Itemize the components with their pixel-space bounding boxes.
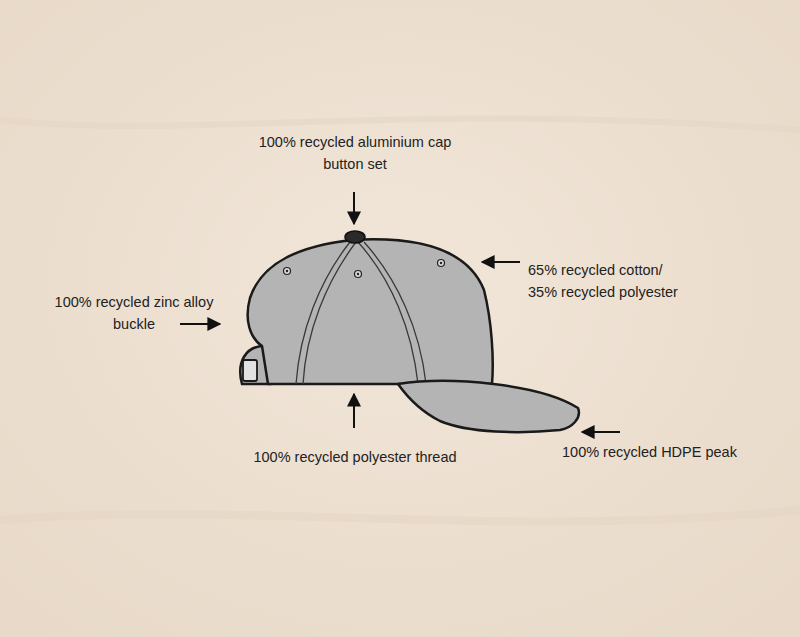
callout-label: 100% recycled zinc alloy buckle <box>40 291 228 335</box>
callout-label: 65% recycled cotton/ 35% recycled polyes… <box>528 259 693 303</box>
leader-arrow <box>353 394 355 428</box>
cap-button <box>345 231 365 243</box>
eyelet-hole <box>286 270 288 272</box>
eyelet <box>438 260 445 267</box>
leader-arrow <box>180 323 220 325</box>
buckle <box>243 360 257 381</box>
leader-arrow <box>353 192 355 224</box>
leader-arrow <box>482 261 520 263</box>
panel-seam <box>364 242 426 384</box>
callout-label: 100% recycled HDPE peak <box>562 441 782 463</box>
cap-crown <box>248 239 493 384</box>
fabric-fold <box>0 118 800 130</box>
callout-label: 100% recycled aluminium cap button set <box>248 131 462 175</box>
eyelet-hole <box>440 262 442 264</box>
cap-peak <box>398 381 579 432</box>
panel-seam <box>303 242 356 384</box>
eyelet <box>284 268 291 275</box>
eyelet <box>355 271 362 278</box>
fabric-fold <box>0 510 800 522</box>
panel-seam <box>358 242 418 384</box>
eyelet-hole <box>357 273 359 275</box>
callout-label: 100% recycled polyester thread <box>220 446 490 468</box>
leader-arrow <box>582 431 620 433</box>
